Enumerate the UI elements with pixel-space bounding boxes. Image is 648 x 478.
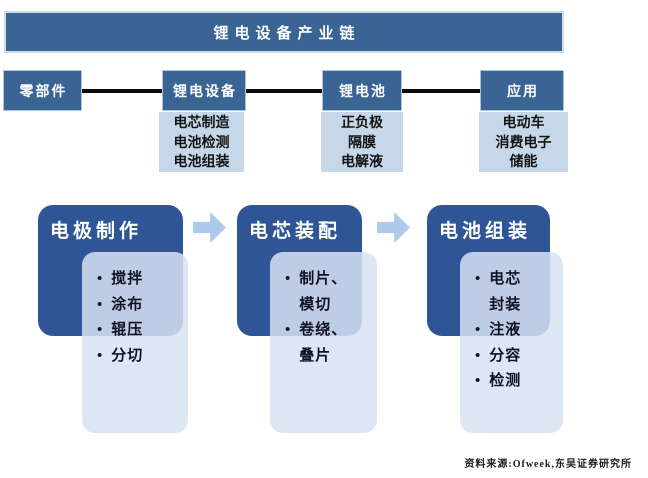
list-item: • 检测 [475, 369, 559, 395]
list-item: • 卷绕、 叠片 [285, 318, 373, 369]
diagram-title: 锂电设备产业链 [213, 25, 361, 42]
process-detail-cell-assembly: • 制片、 模切 • 卷绕、 叠片 [270, 252, 377, 433]
bullet-icon: • [285, 322, 291, 338]
bullet-icon: • [475, 373, 481, 389]
process-step-title: 电池组装 [439, 221, 532, 242]
bullet-label: 电芯 封装 [489, 271, 522, 313]
chain-node-label: 零部件 [19, 84, 68, 100]
chain-sub-item: 隔膜 [348, 135, 376, 151]
chain-sub-item: 电芯制造 [173, 116, 230, 131]
list-item: • 注液 [475, 318, 559, 344]
process-step-title: 电芯装配 [249, 221, 342, 242]
chain-sub-item: 电解液 [341, 155, 383, 170]
bullet-icon: • [97, 296, 103, 313]
bullet-label: 分容 [489, 347, 522, 364]
bullet-label: 分切 [111, 347, 144, 364]
process-step-title: 电极制作 [50, 221, 143, 242]
list-item: • 制片、 模切 [285, 267, 373, 318]
chain-node-label: 锂电设备 [173, 84, 237, 100]
bullet-icon: • [285, 271, 291, 287]
chain-node-label: 锂电池 [339, 84, 387, 100]
bullet-label: 注液 [489, 322, 522, 338]
list-item: • 涂布 [97, 293, 184, 319]
bullet-icon: • [475, 271, 481, 287]
process-detail-pack-assembly: • 电芯 封装 • 注液 • 分容 • 检测 [460, 252, 563, 433]
bullet-icon: • [475, 347, 481, 364]
source-note: 资料来源:Ofweek,东吴证券研究所 [464, 459, 632, 470]
list-item: • 电芯 封装 [475, 267, 559, 318]
bullet-icon: • [97, 322, 103, 338]
chain-sublist-equipment: 电芯制造 电池检测 电池组装 [159, 112, 244, 172]
arrow-right-icon [193, 212, 226, 243]
process-detail-electrode-production: • 搅拌 • 涂布 • 辊压 • 分切 [82, 252, 188, 433]
chain-node-components: 零部件 [3, 70, 82, 111]
bullet-label: 涂布 [111, 296, 144, 313]
bullet-label: 辊压 [111, 322, 144, 338]
chain-sub-item: 电动车 [502, 116, 545, 131]
chain-node-equipment: 锂电设备 [162, 70, 246, 111]
chain-sublist-battery: 正负极 隔膜 电解液 [321, 112, 403, 172]
chain-node-label: 应用 [507, 84, 539, 100]
chain-node-battery: 锂电池 [322, 70, 402, 111]
diagram-title-bar: 锂电设备产业链 [4, 11, 564, 53]
chain-connector-line [40, 89, 522, 93]
bullet-icon: • [475, 322, 481, 338]
list-item: • 分容 [475, 344, 559, 370]
bullet-label: 卷绕、 叠片 [299, 322, 348, 364]
bullet-label: 制片、 模切 [299, 271, 348, 313]
arrow-right-icon [377, 212, 410, 243]
bullet-label: 检测 [489, 373, 522, 389]
chain-sub-item: 储能 [509, 155, 538, 170]
chain-sublist-application: 电动车 消费电子 储能 [479, 112, 568, 172]
chain-sub-item: 电池组装 [173, 155, 230, 170]
bullet-icon: • [97, 347, 103, 364]
chain-sub-item: 正负极 [341, 116, 383, 131]
chain-node-application: 应用 [480, 70, 564, 111]
list-item: • 辊压 [97, 318, 184, 344]
chain-sub-item: 电池检测 [173, 135, 230, 151]
bullet-icon: • [97, 271, 103, 287]
chain-sub-item: 消费电子 [495, 135, 552, 151]
list-item: • 搅拌 [97, 267, 184, 293]
list-item: • 分切 [97, 344, 184, 370]
bullet-label: 搅拌 [111, 271, 144, 287]
